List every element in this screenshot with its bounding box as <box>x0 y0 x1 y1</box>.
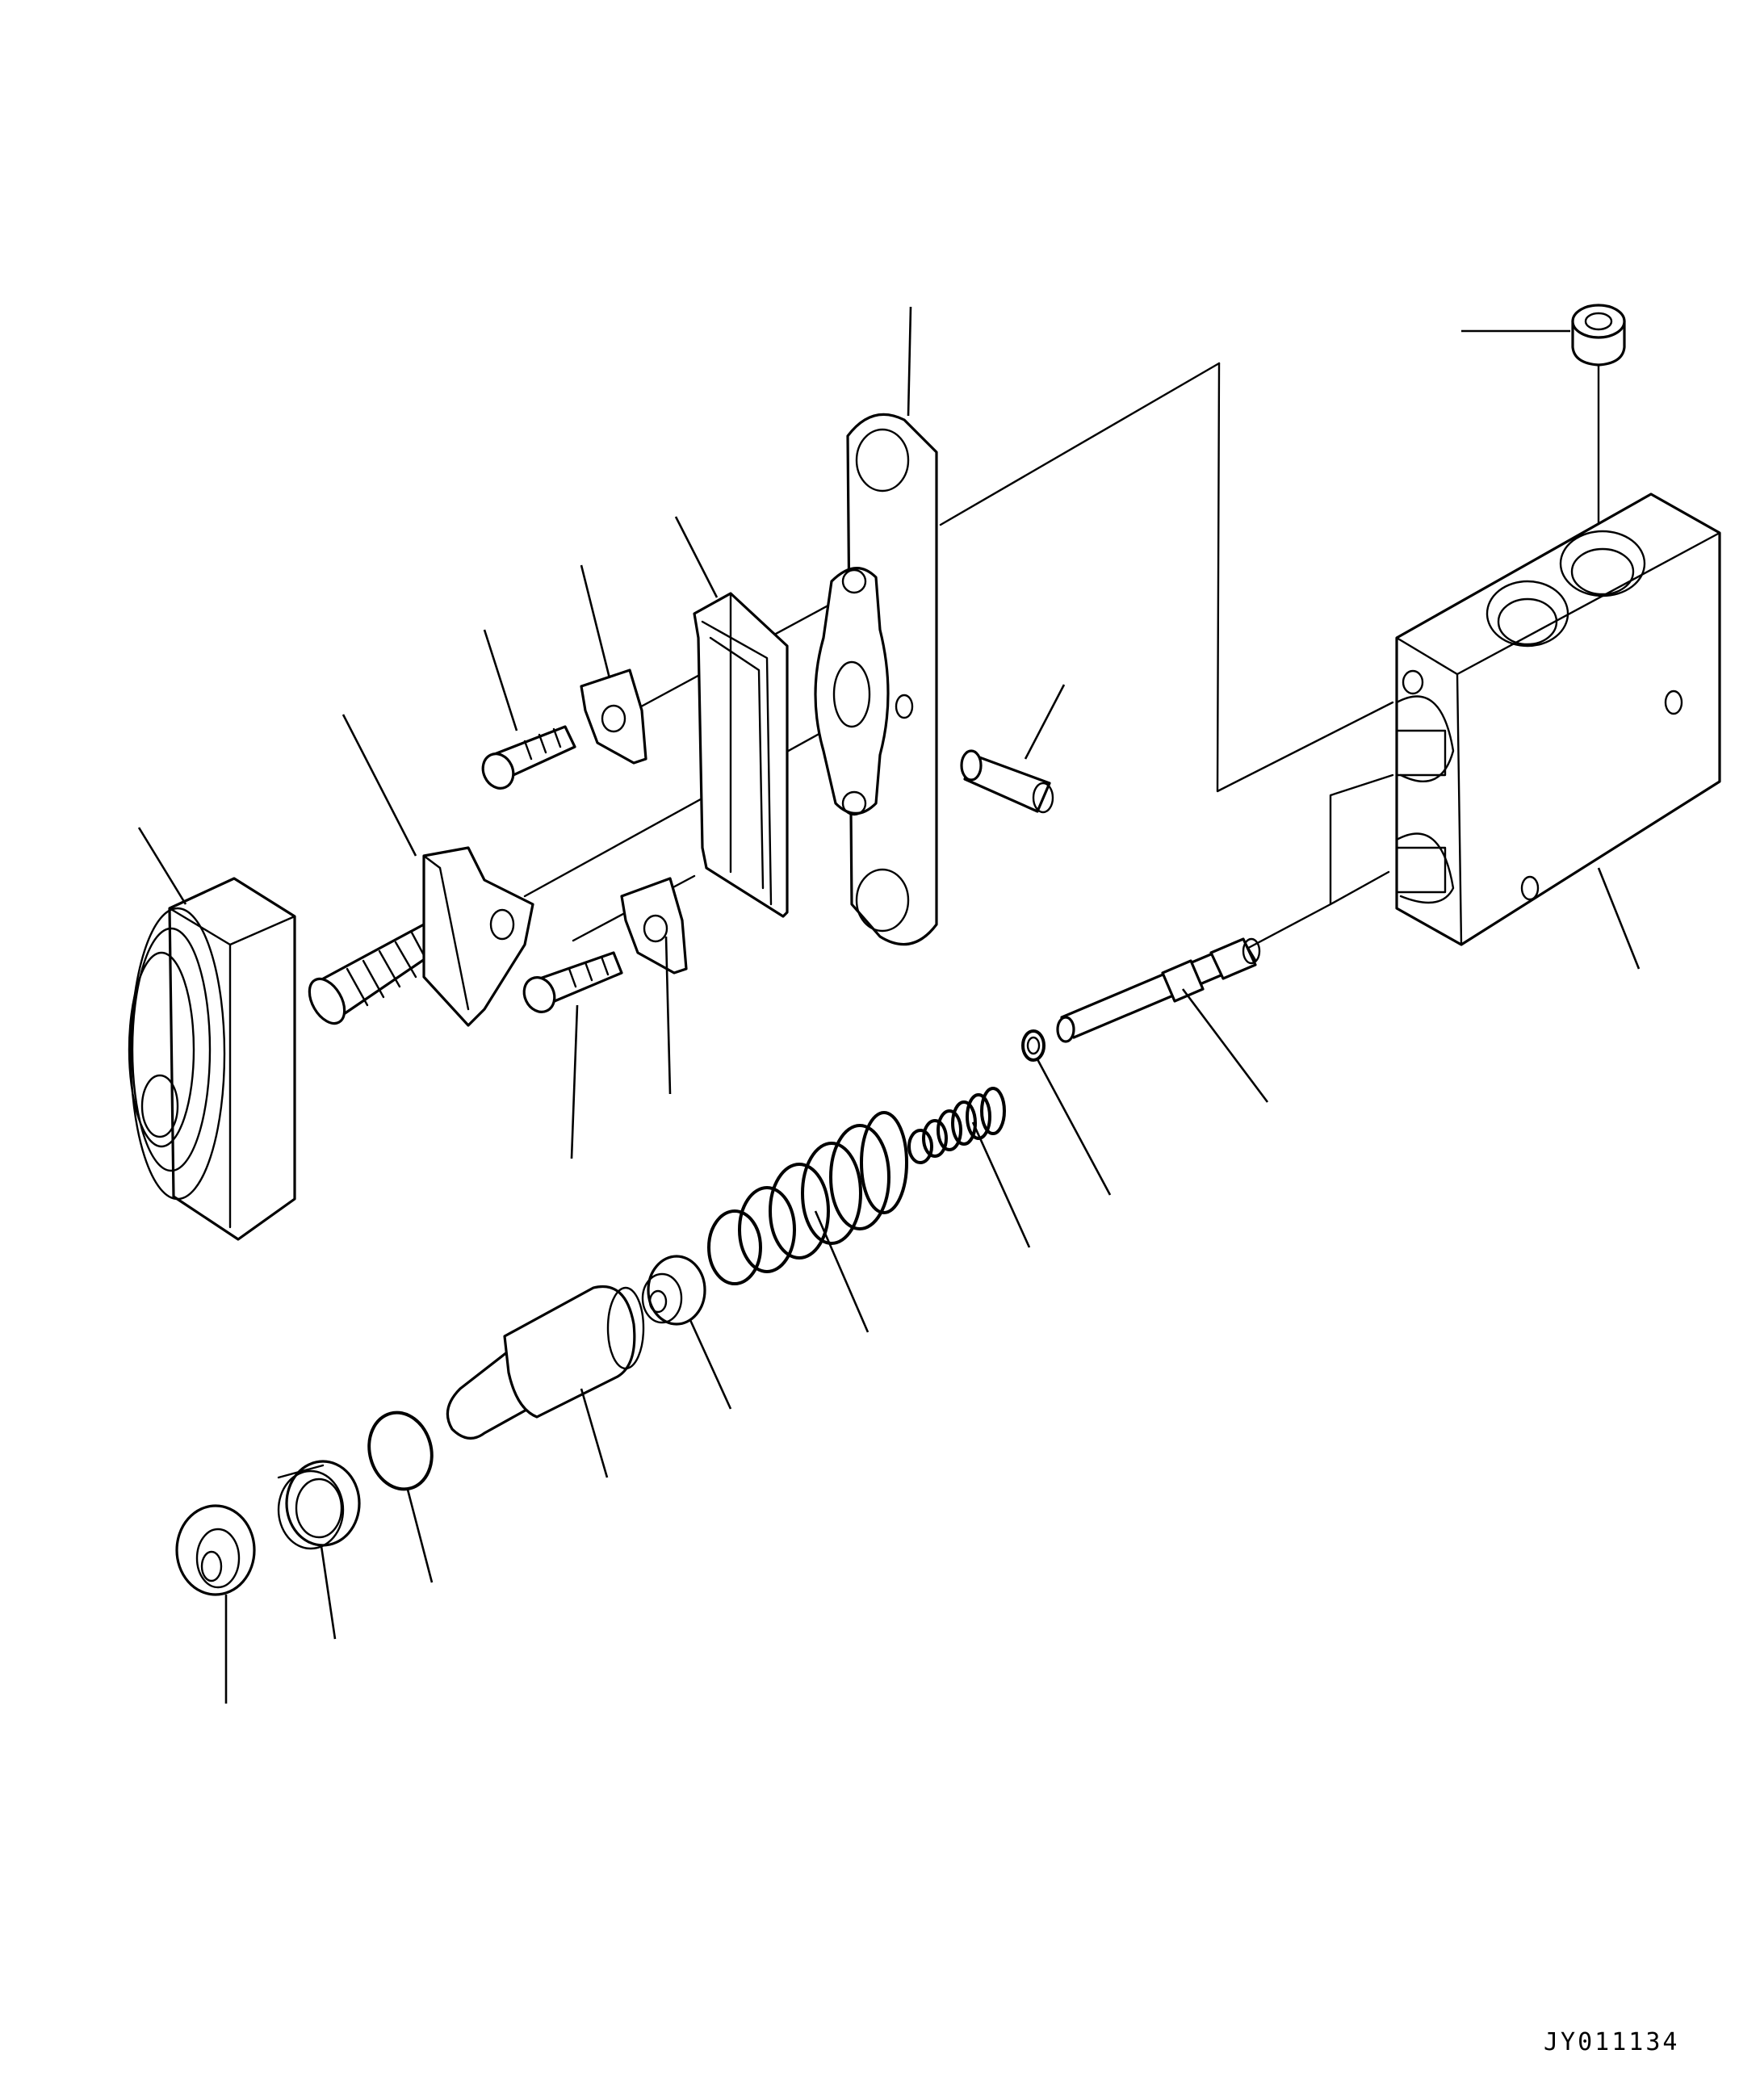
seal-ring-icon <box>175 1504 256 1596</box>
valve-body-icon <box>1395 493 1721 946</box>
leader-lines <box>137 306 1641 1704</box>
piston-icon <box>446 1285 645 1440</box>
small-spring-icon <box>907 1087 1006 1164</box>
drawing-code: JY011134 <box>1544 2028 1680 2056</box>
spool-icon <box>1056 937 1261 1043</box>
bolt-icon <box>481 725 576 790</box>
large-spring-icon <box>707 1111 908 1285</box>
plate-icon <box>580 669 688 975</box>
washer-icon <box>1021 1029 1046 1062</box>
o-ring-icon <box>367 1410 434 1491</box>
lever-icon <box>814 413 938 946</box>
bushing-icon <box>1571 304 1626 367</box>
seal-ring-icon <box>277 1460 361 1550</box>
retainer-icon <box>641 1255 706 1326</box>
seat-plug-icon <box>308 846 534 1027</box>
cover-block-icon <box>128 877 296 1241</box>
pin-icon <box>960 749 1054 814</box>
gasket-icon <box>693 592 789 918</box>
screw-icon <box>522 951 623 1013</box>
